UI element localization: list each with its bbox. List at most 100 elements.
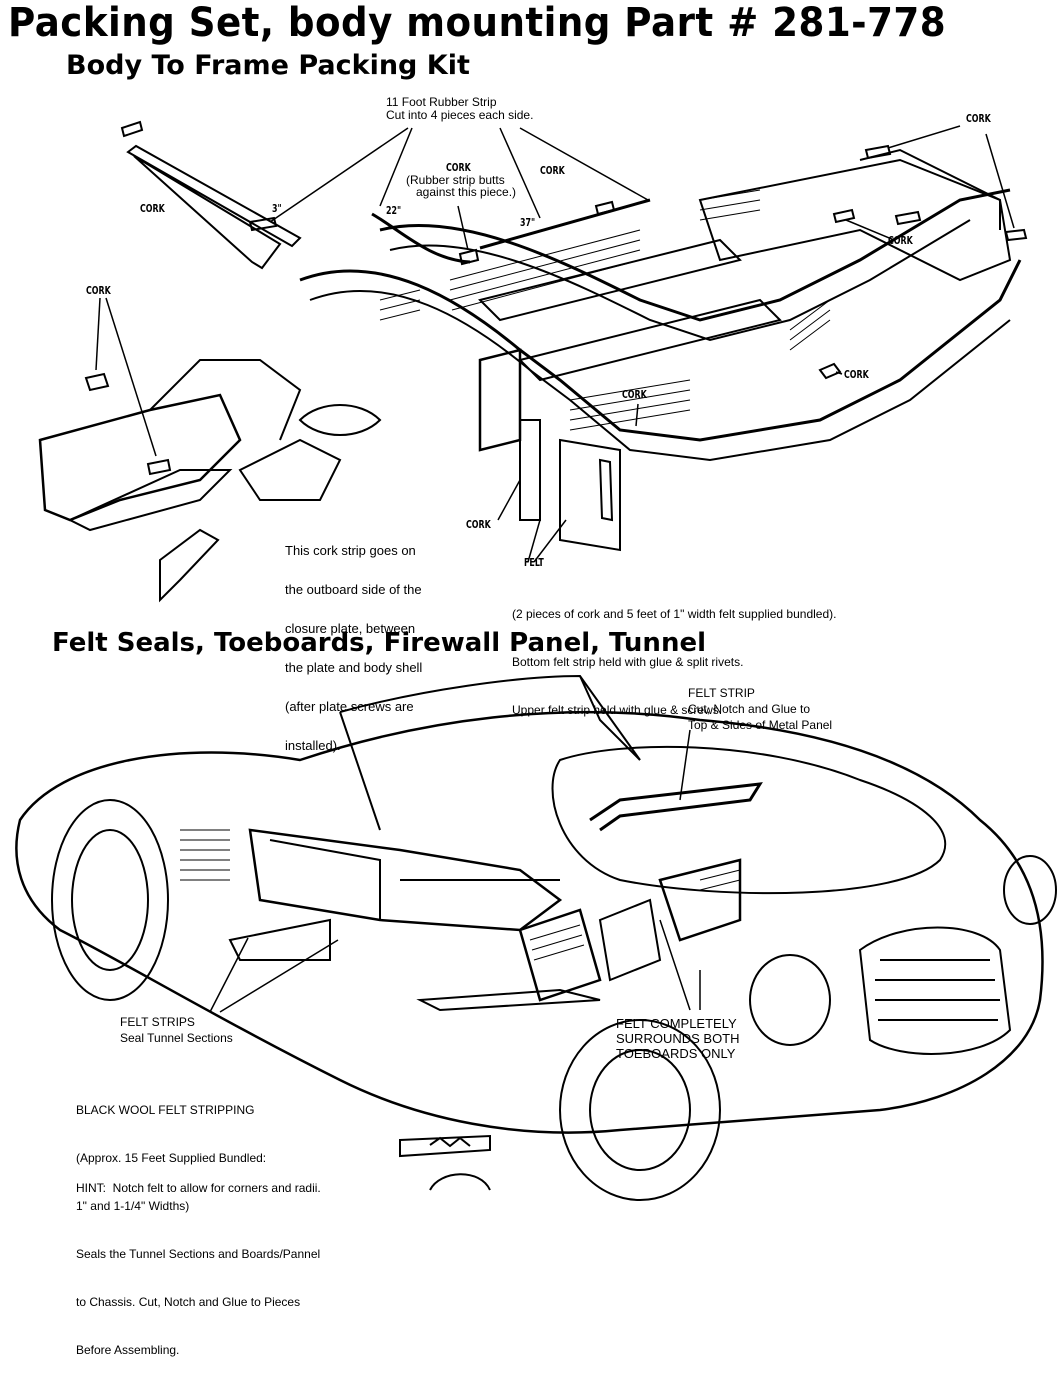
cork-label-6: CORK <box>622 388 647 401</box>
cork-pad-rear2 <box>1004 228 1028 242</box>
felt-strips-line1: FELT STRIPS <box>120 1015 195 1029</box>
dimension-3: 3" <box>272 202 282 215</box>
felt-surround-label: FELT COMPLETELY SURROUNDS BOTH TOEBOARDS… <box>616 1016 740 1061</box>
toeboard-left <box>518 908 602 1002</box>
cork-label-1: CORK <box>540 164 565 177</box>
cork-label-3: CORK <box>140 202 165 215</box>
leader-surround1 <box>659 919 691 1011</box>
leader-cork-left2 <box>105 297 157 457</box>
felt-strip-line1: FELT STRIP <box>688 686 755 700</box>
windscreen <box>339 674 641 761</box>
felt-strip-line3: Top & Sides of Metal Panel <box>688 718 833 732</box>
felt-surround-line1: FELT COMPLETELY <box>616 1016 737 1031</box>
closure-note-line1: This cork strip goes on <box>285 543 416 558</box>
felt-sample-curved <box>429 1173 491 1191</box>
car-body-outline <box>15 710 1044 1134</box>
leader-cork-rear3 <box>845 219 895 241</box>
leader-cork-mid <box>635 403 639 427</box>
closure-note-line6: installed). <box>285 738 341 753</box>
felt-strip-label: FELT STRIP Cut, Notch and Glue to Top & … <box>688 685 832 733</box>
wool-note-line1: BLACK WOOL FELT STRIPPING <box>76 1103 255 1117</box>
leader-felt-strips2 <box>219 939 339 1013</box>
cork-butt-line3: against this piece.) <box>416 185 517 199</box>
dimension-37: 37" <box>520 216 536 229</box>
leader-cork-right <box>835 371 843 375</box>
cork-label-8: CORK <box>466 518 491 531</box>
firewall-felt-strip <box>589 782 763 832</box>
leader-cork-left1 <box>95 297 101 371</box>
leader-rubber-37 <box>499 127 541 219</box>
front-wheel <box>51 799 169 1001</box>
cork-pad-right <box>818 362 842 380</box>
frame-rail-left <box>299 259 1022 442</box>
grille <box>858 926 1012 1055</box>
supply-note-line1: (2 pieces of cork and 5 feet of 1" width… <box>512 607 837 621</box>
felt-strip-closure <box>598 458 614 522</box>
cork-butt-label: CORK (Rubber strip butts against this pi… <box>406 161 517 199</box>
cork-label-7: CORK <box>844 368 869 381</box>
cork-pad-rear1 <box>864 144 892 160</box>
closure-note-line2: the outboard side of the <box>285 582 422 597</box>
rubber-strip-line2: Cut into 4 pieces each side. <box>386 108 534 122</box>
leader-cork-top <box>887 125 961 149</box>
felt-strips-label: FELT STRIPS Seal Tunnel Sections <box>120 1014 233 1046</box>
felt-label: FELT <box>524 556 544 569</box>
cork-label-5: CORK <box>86 284 111 297</box>
cork-butt-piece <box>458 248 480 266</box>
cork-label-2: CORK <box>966 112 991 125</box>
cork-label-4: CORK <box>888 234 913 247</box>
section2-title: Felt Seals, Toeboards, Firewall Panel, T… <box>52 628 706 658</box>
wool-note-line6: Before Assembling. <box>76 1343 180 1357</box>
leader-felt-strips1 <box>209 937 249 1013</box>
rubber-piece-3 <box>248 216 278 232</box>
cork-strip-long <box>126 144 302 270</box>
cork-pad-rear3 <box>832 208 856 224</box>
cork-pad-left <box>84 372 110 392</box>
floor-board-2 <box>416 988 601 1012</box>
supply-note-line2: Bottom felt strip held with glue & split… <box>512 655 744 669</box>
car-diagram-art <box>15 674 1057 1201</box>
wool-note-line5: to Chassis. Cut, Notch and Glue to Piece… <box>76 1295 301 1309</box>
rubber-strip-37 <box>479 198 651 250</box>
page-title: Packing Set, body mounting Part # 281-77… <box>8 0 947 46</box>
frame-rail-right <box>379 188 1011 322</box>
dimension-22: 22" <box>386 204 402 217</box>
front-crossmember <box>38 393 242 522</box>
tunnel-section <box>248 828 563 932</box>
hint-note: HINT: Notch felt to allow for corners an… <box>76 1181 321 1195</box>
hood-panel <box>551 745 947 895</box>
headlight-right <box>1003 855 1057 925</box>
wool-note-line3: 1" and 1-1/4" Widths) <box>76 1199 190 1213</box>
kit-subtitle: Body To Frame Packing Kit <box>66 50 470 81</box>
felt-surround-line3: TOEBOARDS ONLY <box>616 1046 736 1061</box>
wool-note-line4: Seals the Tunnel Sections and Boards/Pan… <box>76 1247 321 1261</box>
leader-cork-butt <box>457 205 469 251</box>
rubber-strip-label: 11 Foot Rubber Strip Cut into 4 pieces e… <box>386 96 533 122</box>
leader-felt2 <box>533 519 567 563</box>
leader-rubber-3 <box>269 127 409 223</box>
cork-butt-line2: (Rubber strip butts <box>406 173 505 187</box>
felt-strips-line2: Seal Tunnel Sections <box>120 1031 233 1045</box>
closure-note-line5: (after plate screws are <box>285 699 414 714</box>
closure-note-line3: closure plate, between <box>285 621 416 636</box>
rubber-strip-22 <box>371 212 471 264</box>
leader-cork-closure <box>497 479 521 521</box>
headlight-left <box>749 954 831 1046</box>
leader-rubber-long <box>519 127 649 201</box>
supply-note: (2 pieces of cork and 5 feet of 1" width… <box>512 574 836 734</box>
floor-board <box>228 918 331 961</box>
felt-strip-line2: Cut, Notch and Glue to <box>688 702 811 716</box>
closure-plate-note: This cork strip goes on the outboard sid… <box>285 518 422 765</box>
leader-cork-rear <box>985 133 1015 229</box>
rubber-strip-line1: 11 Foot Rubber Strip <box>386 95 497 109</box>
leader-felt1 <box>527 519 541 563</box>
felt-surround-line2: SURROUNDS BOTH <box>616 1031 740 1046</box>
black-wool-felt-note: BLACK WOOL FELT STRIPPING (Approx. 15 Fe… <box>76 1070 320 1374</box>
rear-wheel <box>559 1019 721 1201</box>
felt-sample-notched <box>399 1134 491 1158</box>
cork-piece-small <box>120 120 144 138</box>
cork-butt-line1: CORK <box>446 161 471 174</box>
frame-diagram-art <box>38 120 1028 603</box>
cork-pad-rear4 <box>894 210 922 226</box>
cork-pad-left2 <box>146 458 172 476</box>
